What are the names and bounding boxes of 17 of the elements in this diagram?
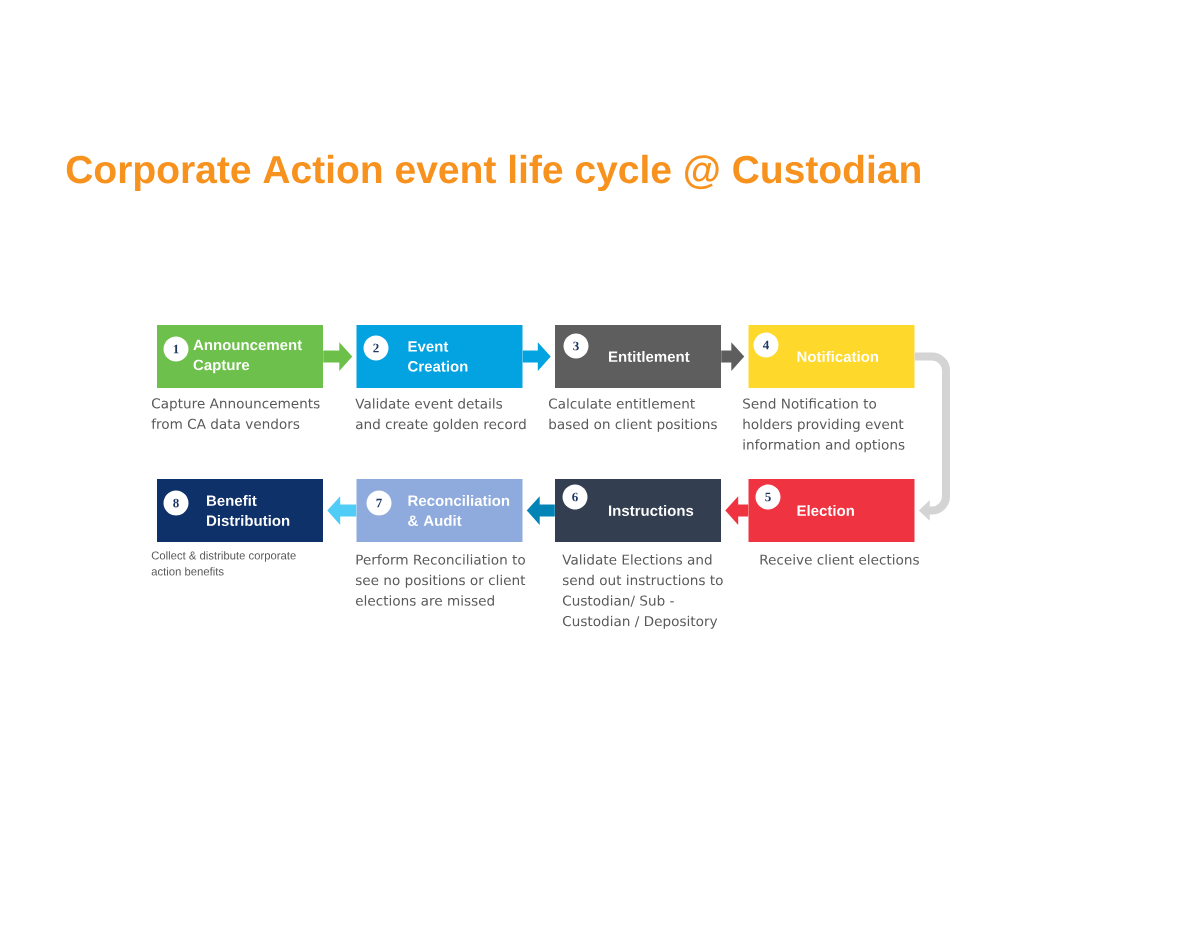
number-badge: 7 [366,490,392,516]
step-description: Validate Elections and send out instructions to Custodian/ Sub - Custodian / Depository [562,554,723,629]
step-description: Send Notification to holders providing event information and options [743,398,905,453]
number-badge: 4 [753,332,779,358]
number-badge: 2 [363,335,389,361]
step-description: Receive client elections [760,554,919,565]
number-badge: 6 [562,484,588,510]
number-badge: 3 [563,333,589,359]
number-badge: 1 [163,336,189,362]
number-badge: 8 [163,490,189,516]
step-description: Collect & distribute corporate action benefits [151,551,296,576]
step-description: Validate event details and create golden record [355,398,526,432]
step-description: Calculate entitlement based on client positions [548,398,717,432]
step-description: Capture Announcements from CA data vendors [151,398,320,429]
number-badge: 5 [755,484,781,510]
step-description: Perform Reconciliation to see no positions or client elections are missed [355,554,526,606]
title: Corporate Action event life cycle @ Custodian [66,154,920,192]
